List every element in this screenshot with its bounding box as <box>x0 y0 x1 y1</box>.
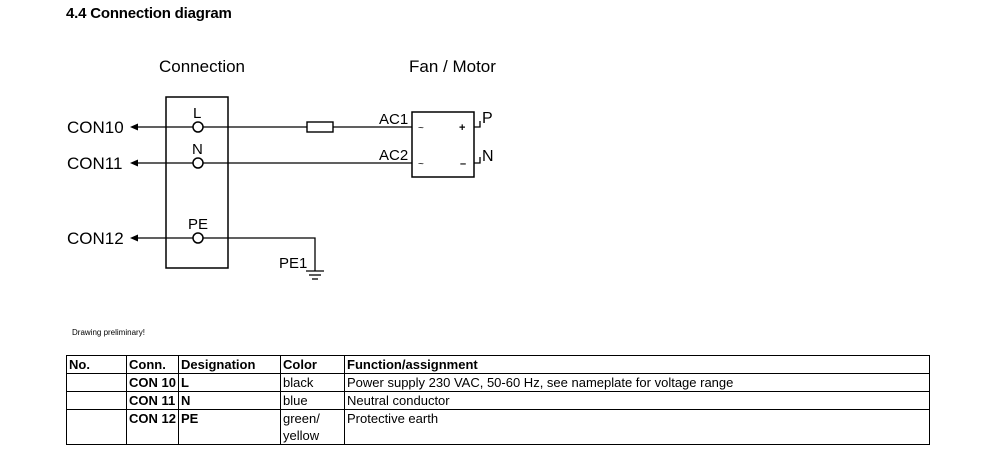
terminal-label-pe: PE <box>188 216 208 233</box>
header-function: Function/assignment <box>344 355 930 374</box>
terminal-label-n: N <box>192 141 203 158</box>
output-label-con11: CON11 <box>67 154 122 173</box>
cell-no <box>66 391 127 410</box>
motor-box <box>411 111 475 178</box>
terminal-block <box>165 96 229 269</box>
terminal-n-circle <box>192 157 204 169</box>
table-row: CON 10 L black Power supply 230 VAC, 50-… <box>66 373 930 392</box>
motor-minus: – <box>460 158 466 170</box>
cell-no <box>66 373 127 392</box>
ground-label: PE1 <box>279 255 307 272</box>
motor-output-n: N <box>482 148 494 165</box>
assignment-table: No. Conn. Designation Color Function/ass… <box>66 355 930 445</box>
arrow-con12-icon <box>130 234 138 242</box>
wire-n-out <box>474 157 481 164</box>
cell-function: Protective earth <box>344 409 930 445</box>
cell-color-line-1: green/ <box>283 411 320 426</box>
motor-input-ac1: AC1 <box>379 111 408 128</box>
terminal-pe-circle <box>192 232 204 244</box>
cell-function: Neutral conductor <box>344 391 930 410</box>
motor-input-ac2: AC2 <box>379 147 408 164</box>
cell-conn: CON 12 <box>126 409 179 445</box>
cell-designation: N <box>178 391 281 410</box>
cell-color-line-2: yellow <box>283 428 320 443</box>
terminal-l-circle <box>192 121 204 133</box>
wire-pe-right <box>203 237 316 271</box>
fan-motor-title: Fan / Motor <box>409 57 496 76</box>
cell-conn: CON 10 <box>126 373 179 392</box>
header-color: Color <box>280 355 345 374</box>
motor-tilde-1: ~ <box>418 123 424 134</box>
cell-function: Power supply 230 VAC, 50-60 Hz, see name… <box>344 373 930 392</box>
wire-p-out <box>474 121 481 128</box>
connection-title: Connection <box>159 57 245 76</box>
output-label-con12: CON12 <box>67 229 124 248</box>
cell-no <box>66 409 127 445</box>
cell-conn: CON 11 <box>126 391 179 410</box>
motor-plus: + <box>459 122 465 134</box>
preliminary-note: Drawing preliminary! <box>72 328 145 337</box>
header-no: No. <box>66 355 127 374</box>
connection-diagram: Connection Fan / Motor L N PE CON10 CON1… <box>67 57 496 280</box>
table-header-row: No. Conn. Designation Color Function/ass… <box>66 355 930 374</box>
ground-icon <box>306 270 324 280</box>
table-row: CON 11 N blue Neutral conductor <box>66 391 930 410</box>
table-row: CON 12 PE green/ yellow Protective earth <box>66 409 930 445</box>
cell-color: black <box>280 373 345 392</box>
terminal-label-l: L <box>193 105 201 122</box>
cell-color: blue <box>280 391 345 410</box>
arrow-con11-icon <box>130 159 138 167</box>
output-label-con10: CON10 <box>67 118 124 137</box>
motor-tilde-2: ~ <box>418 159 424 170</box>
header-designation: Designation <box>178 355 281 374</box>
cell-designation: L <box>178 373 281 392</box>
arrow-con10-icon <box>130 123 138 131</box>
cell-color: green/ yellow <box>280 409 345 445</box>
header-conn: Conn. <box>126 355 179 374</box>
fuse-icon <box>306 121 334 133</box>
motor-output-p: P <box>482 110 493 127</box>
cell-designation: PE <box>178 409 281 445</box>
section-heading: 4.4 Connection diagram <box>66 5 232 22</box>
